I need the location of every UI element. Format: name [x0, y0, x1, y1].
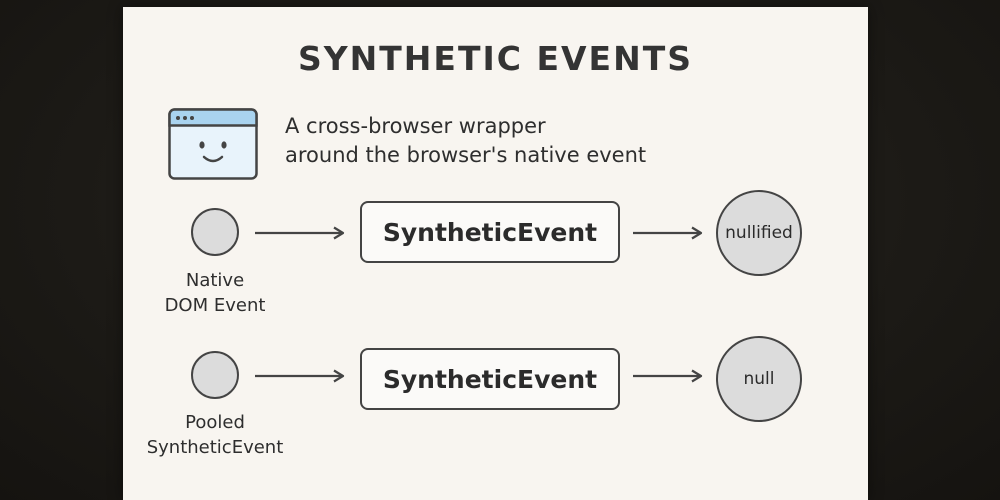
synthetic-event-box: SyntheticEvent [360, 348, 620, 410]
native-label-line-2: DOM Event [164, 295, 266, 316]
pooled-synthetic-event-label: Pooled SyntheticEvent [115, 410, 315, 460]
nullified-result-node: nullified [716, 190, 802, 276]
synthetic-event-box: SyntheticEvent [360, 201, 620, 263]
arrow-right-icon [633, 226, 703, 240]
arrow-right-icon [255, 226, 345, 240]
arrow-right-icon [633, 369, 703, 383]
browser-window-smiley-icon [168, 108, 258, 180]
native-dom-event-label: Native DOM Event [115, 268, 315, 318]
pooled-synthetic-event-node [191, 351, 239, 399]
native-label-line-1: Native [185, 270, 245, 291]
diagram-card: SYNTHETIC EVENTS A cross-browser wrapper… [123, 7, 868, 500]
native-dom-event-node [191, 208, 239, 256]
null-result-node: null [716, 336, 802, 422]
arrow-right-icon [255, 369, 345, 383]
pooled-label-line-1: Pooled [185, 412, 245, 433]
pooled-label-line-2: SyntheticEvent [146, 437, 284, 458]
description-line-1: A cross-browser wrapper [285, 114, 546, 138]
diagram-title: SYNTHETIC EVENTS [298, 39, 693, 78]
description: A cross-browser wrapper around the brows… [285, 112, 646, 170]
description-line-2: around the browser's native event [285, 143, 647, 167]
